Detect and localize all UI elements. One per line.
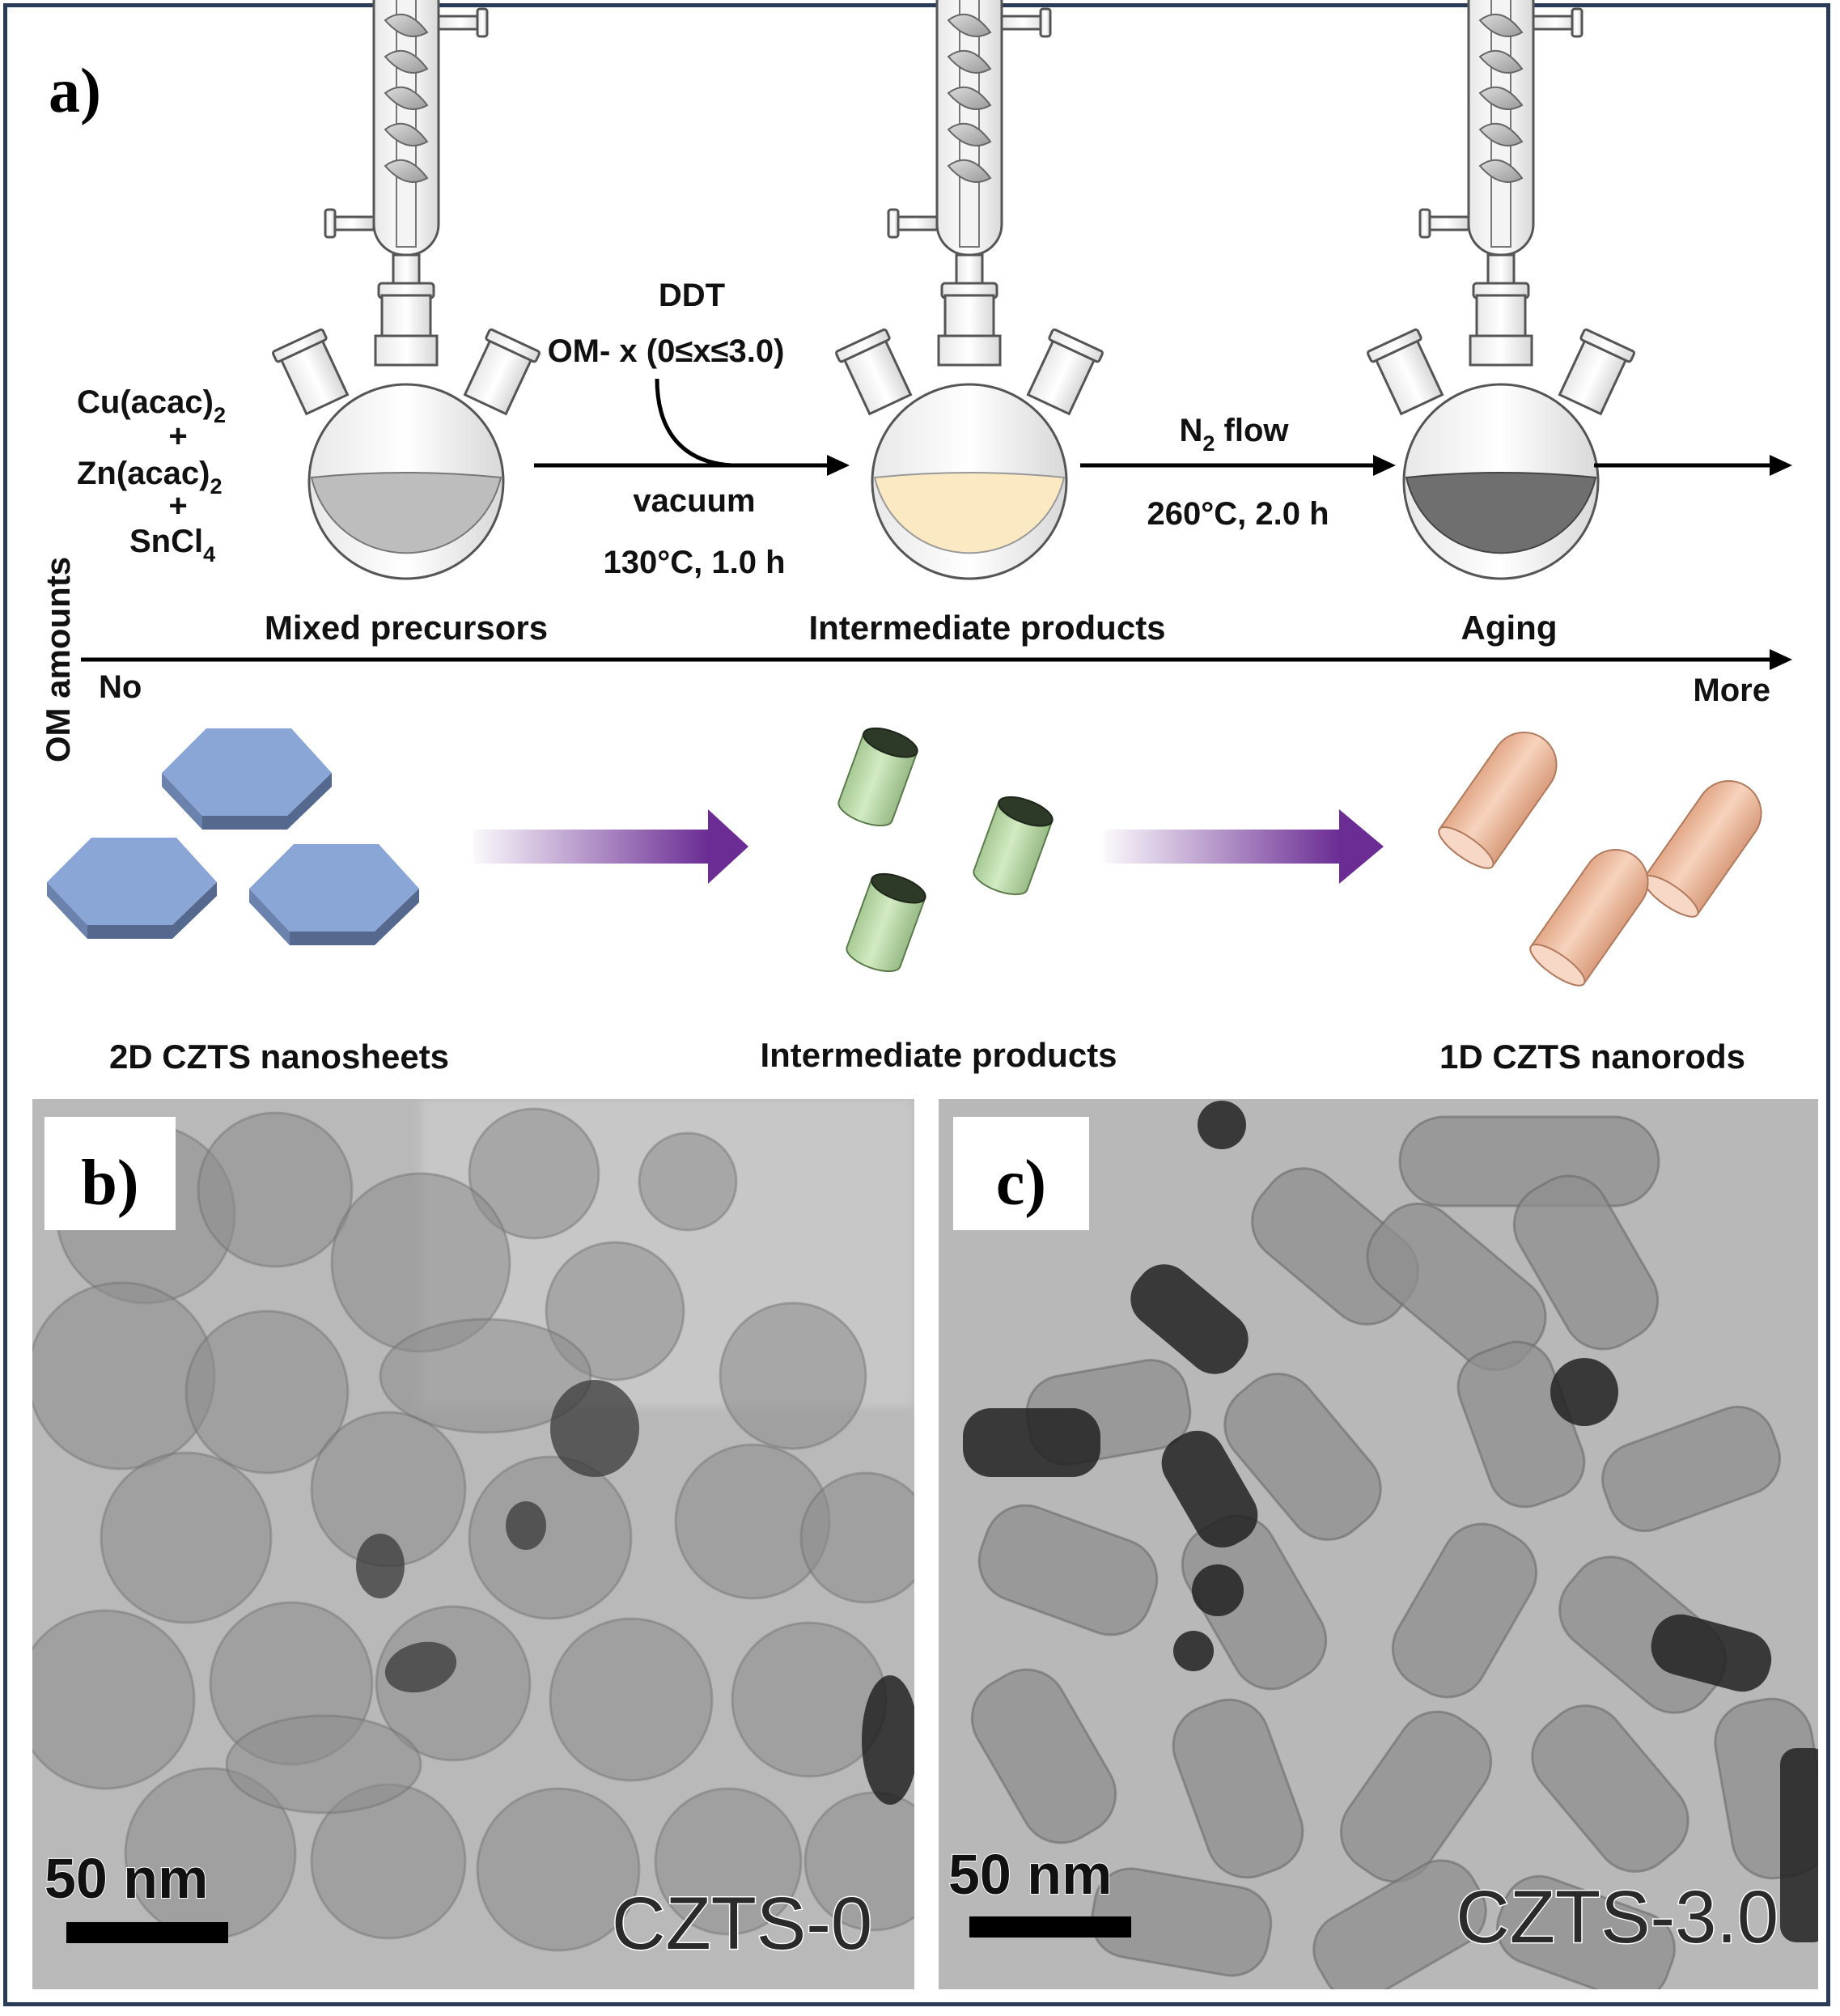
- liquid-yellow: [873, 472, 1066, 554]
- panel-c-scale-text: 50 nm: [948, 1843, 1112, 1906]
- arrow-step-1: DDT OM- x (0≤x≤3.0) vacuum 130°C, 1.0 h: [534, 278, 850, 580]
- label-intermediate-products-top: Intermediate products: [808, 609, 1165, 647]
- nanorod: [1438, 731, 1558, 869]
- label-intermediate-products-bottom: Intermediate products: [760, 1036, 1117, 1074]
- cylinder: [837, 727, 918, 827]
- nanorods-group: [1438, 731, 1762, 987]
- figure-frame: [3, 3, 1830, 2006]
- liquid-grey: [310, 472, 502, 554]
- step2-atmosphere: N2 flow: [1179, 413, 1289, 456]
- transition-arrow-1: [473, 809, 748, 884]
- nanosheet: [47, 838, 217, 939]
- om-amount-axis: OM amounts No More: [39, 557, 1792, 762]
- panel-a-label: a): [49, 55, 101, 125]
- panel-b-scale-text: 50 nm: [45, 1847, 208, 1910]
- label-aging: Aging: [1461, 609, 1558, 647]
- flask-aging: [1366, 0, 1636, 580]
- panel-c-scale-bar: [969, 1916, 1131, 1937]
- step1-condition-temp: 130°C, 1.0 h: [604, 545, 786, 580]
- panel-b-label: b): [81, 1148, 138, 1219]
- label-mixed-precursors: Mixed precursors: [265, 609, 548, 647]
- step1-reagent-ddt: DDT: [659, 278, 725, 313]
- step2-condition-temp: 260°C, 2.0 h: [1147, 496, 1329, 532]
- plus-sign-1: +: [168, 418, 187, 454]
- panel-c-sample-label: CZTS-3.0: [1456, 1876, 1779, 1959]
- panel-b-tem-image: b) 50 nm CZTS-0: [32, 1099, 914, 1989]
- reagent-zn-acac: Zn(acac)2: [77, 456, 223, 499]
- plus-sign-2: +: [168, 488, 187, 524]
- reagent-cu-acac: Cu(acac)2: [77, 384, 226, 427]
- liquid-dark: [1405, 472, 1597, 554]
- reagent-sncl4: SnCl4: [129, 524, 215, 567]
- step1-condition-vacuum: vacuum: [633, 483, 755, 519]
- label-2d-nanosheets: 2D CZTS nanosheets: [109, 1038, 449, 1076]
- panel-b-label-box: [45, 1117, 176, 1230]
- panel-b-sample-label: CZTS-0: [612, 1882, 872, 1965]
- nanosheet: [249, 844, 419, 945]
- arrow-step-3: [1594, 455, 1792, 476]
- flask-mixed-precursors: [271, 0, 541, 580]
- cylinders-group: [837, 727, 1054, 973]
- panel-a: a) Cu(acac)2 + Zn(acac)2 + SnCl4: [39, 0, 1792, 1076]
- panel-c-label-box: [953, 1117, 1089, 1230]
- nanosheets-group: [47, 728, 419, 945]
- panel-c-label: c): [996, 1148, 1046, 1219]
- axis-label-more: More: [1693, 673, 1770, 708]
- nanosheet: [162, 728, 332, 830]
- cylinder: [973, 796, 1054, 896]
- reagent-list: Cu(acac)2 + Zn(acac)2 + SnCl4: [77, 384, 226, 567]
- step1-reagent-om: OM- x (0≤x≤3.0): [548, 333, 785, 369]
- arrow-step-2: N2 flow 260°C, 2.0 h: [1080, 413, 1396, 532]
- cylinder: [846, 872, 926, 973]
- flask-intermediate: [834, 0, 1104, 580]
- axis-label-no: No: [99, 669, 142, 705]
- nanorod: [1643, 779, 1762, 918]
- axis-label-om-amounts: OM amounts: [39, 557, 77, 762]
- panel-b-scale-bar: [66, 1922, 228, 1943]
- panel-c-tem-image: c) 50 nm CZTS-3.0: [939, 1099, 1818, 1989]
- nanorod: [1529, 848, 1649, 987]
- label-1d-nanorods: 1D CZTS nanorods: [1439, 1038, 1745, 1076]
- ddt-addition-curve: [655, 378, 733, 468]
- transition-arrow-2: [1104, 809, 1384, 884]
